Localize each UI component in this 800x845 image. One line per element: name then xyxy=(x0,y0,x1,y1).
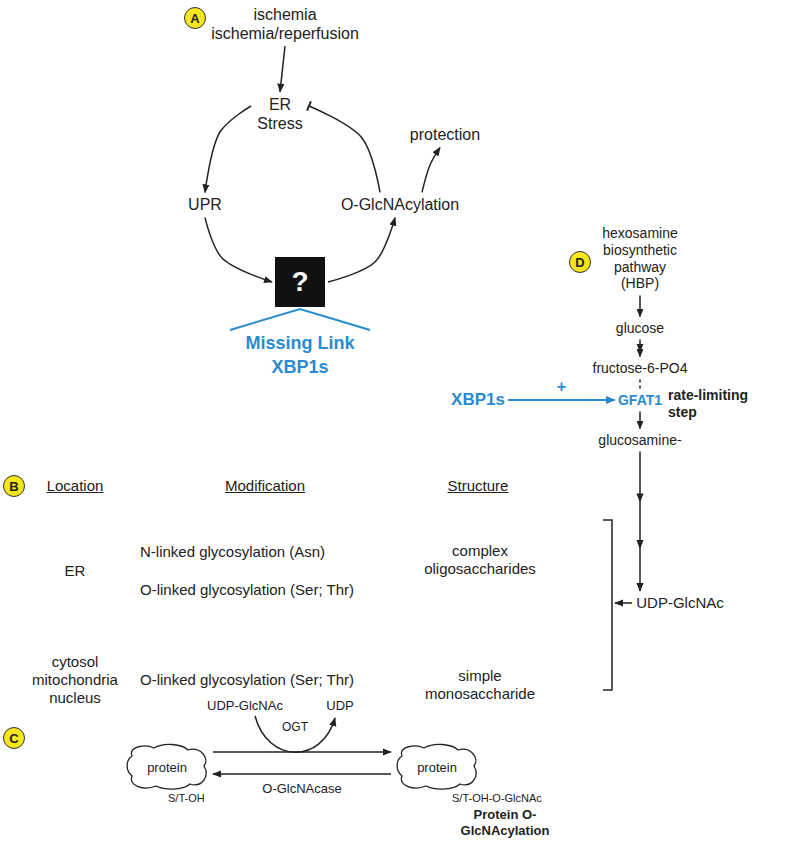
metabolite: glucose xyxy=(616,320,664,337)
column-header: Location xyxy=(47,477,104,495)
panel-letter: C xyxy=(3,727,25,749)
connector xyxy=(309,106,380,192)
missing-link-bracket xyxy=(230,309,370,330)
substrate: UDP-GlcNAc xyxy=(207,698,283,714)
edge-label: O-GlcNAcase xyxy=(260,781,343,796)
node-text: A xyxy=(190,11,199,26)
node-text: fructose-6-PO4 xyxy=(593,360,688,377)
node-subtext: S/T-OH-O-GlcNAc xyxy=(452,792,542,804)
connector xyxy=(639,339,641,356)
connector xyxy=(213,751,391,753)
regulator: XBP1s xyxy=(451,390,505,410)
table-cell: N-linked glycosylation (Asn) xyxy=(140,543,325,561)
table-cell: complex oligosaccharides xyxy=(415,542,545,578)
connector xyxy=(639,296,641,317)
connector xyxy=(639,379,641,388)
bracket-arrow xyxy=(615,602,632,604)
unknown-box: ? xyxy=(275,257,325,307)
node-text: XBP1s xyxy=(451,390,505,410)
node-text: B xyxy=(9,479,18,494)
pathway-title: hexosamine biosynthetic pathway (HBP) xyxy=(598,225,683,292)
node-text: ? xyxy=(291,266,308,298)
table-cell: simple monosaccharide xyxy=(415,667,545,703)
connector xyxy=(639,451,641,591)
node-text: C xyxy=(9,731,18,746)
node-text: GFAT1 xyxy=(618,392,662,409)
metabolite: glucosamine- xyxy=(598,432,681,449)
table-cell: O-linked glycosylation (Ser; Thr) xyxy=(140,671,354,689)
connector xyxy=(205,106,251,192)
callout-title: Missing Link xyxy=(245,333,354,355)
ogt-arc xyxy=(255,716,335,752)
blob-path xyxy=(127,744,206,789)
connector xyxy=(328,218,395,282)
node-text: hexosamine biosynthetic pathway (HBP) xyxy=(598,225,683,292)
panel-letter: B xyxy=(3,475,25,497)
enzyme: GFAT1 xyxy=(618,392,662,409)
outcome-text: protection xyxy=(410,125,480,144)
node-text: ER Stress xyxy=(254,95,306,133)
node-text: protein xyxy=(147,760,187,775)
protein-blob: proteinS/T-OH xyxy=(124,742,210,792)
connector xyxy=(280,46,285,92)
panel-letter: D xyxy=(569,251,591,273)
state-text: ER Stress xyxy=(254,95,306,133)
node-text: glucose xyxy=(616,320,664,337)
column-header: Modification xyxy=(225,477,305,495)
node-text: O-GlcNAcylation xyxy=(341,195,459,214)
edge-label: + xyxy=(555,378,568,396)
enzyme-label: OGT xyxy=(282,720,308,734)
connector xyxy=(205,218,272,282)
column-header: Structure xyxy=(448,477,509,495)
product: UDP xyxy=(326,698,353,714)
connector xyxy=(508,399,615,401)
node-text: protein xyxy=(417,760,457,775)
connector xyxy=(213,773,391,775)
connector xyxy=(422,148,440,193)
stimulus-text: ischemiaischemia/reperfusion xyxy=(211,5,359,43)
table-cell: ER xyxy=(65,562,86,580)
note: rate-limiting step xyxy=(668,387,768,421)
node-subtext: ischemia/reperfusion xyxy=(211,24,359,43)
node-text: D xyxy=(575,255,584,270)
process-text: UPR xyxy=(188,195,222,214)
metabolite: UDP-GlcNAc xyxy=(636,594,724,612)
process-text: O-GlcNAcylation xyxy=(341,195,459,214)
table-cell: O-linked glycosylation (Ser; Thr) xyxy=(140,581,354,599)
caption-label: Protein O-GlcNAcylation xyxy=(445,807,565,838)
node-subtext: S/T-OH xyxy=(168,792,205,804)
connector xyxy=(639,411,641,428)
node-text: ischemia xyxy=(211,5,359,24)
node-text: glucosamine- xyxy=(598,432,681,449)
bracket xyxy=(603,520,612,690)
node-text: protection xyxy=(410,125,480,144)
table-cell: cytosol mitochondria nucleus xyxy=(25,653,125,707)
node-text: UDP-GlcNAc xyxy=(636,594,724,612)
node-text: UPR xyxy=(188,195,222,214)
callout-title: XBP1s xyxy=(271,357,328,379)
metabolite: fructose-6-PO4 xyxy=(593,360,688,377)
protein-blob: proteinS/T-OH-O-GlcNAc xyxy=(394,742,480,792)
blob-path xyxy=(397,744,476,789)
panel-letter: A xyxy=(184,7,206,29)
